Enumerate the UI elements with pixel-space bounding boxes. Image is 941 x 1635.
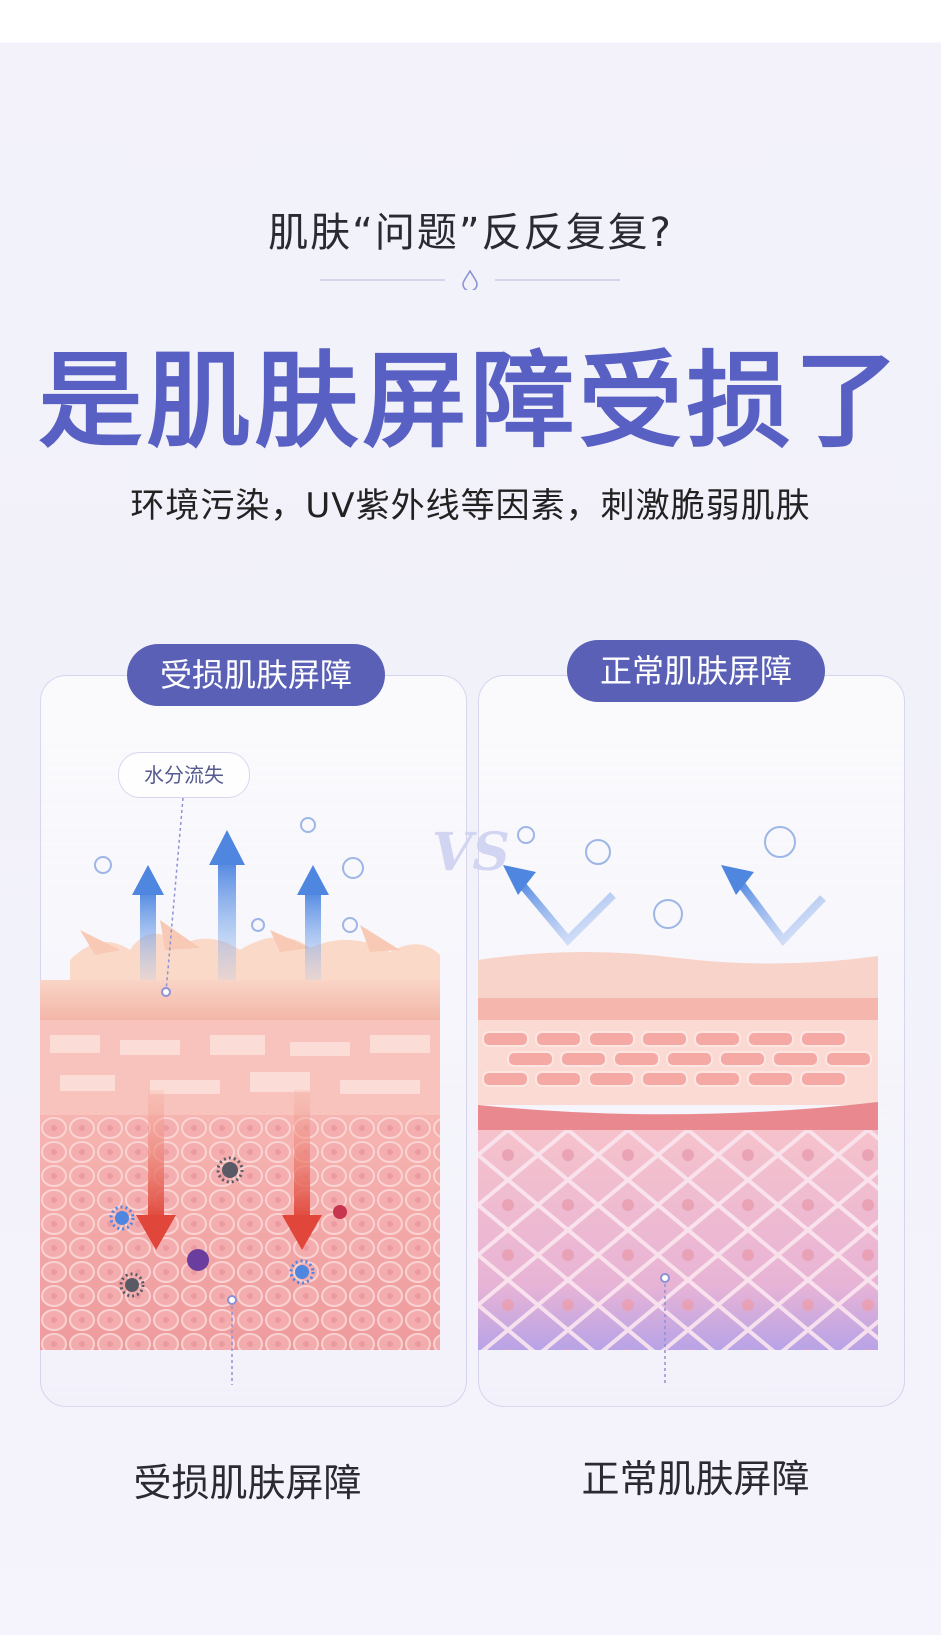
down-arrow-icon bbox=[136, 1090, 176, 1250]
water-drop-icon bbox=[251, 918, 265, 932]
bacteria-icon bbox=[289, 1259, 315, 1285]
water-drop-icon bbox=[764, 826, 796, 858]
normal-badge: 正常肌肤屏障 bbox=[567, 640, 825, 702]
water-drop-icon bbox=[342, 857, 364, 879]
deflect-arrow-icon bbox=[721, 865, 826, 947]
bacteria-icon bbox=[109, 1205, 135, 1231]
water-drop-icon bbox=[517, 826, 535, 844]
normal-skin-illustration bbox=[478, 826, 878, 1385]
water-drop-icon bbox=[462, 270, 478, 290]
question-title: 肌肤“问题”反反复复? bbox=[268, 210, 673, 256]
water-drop-icon bbox=[585, 839, 611, 865]
damaged-badge: 受损肌肤屏障 bbox=[127, 644, 385, 706]
water-drop-icon bbox=[94, 856, 112, 874]
down-arrow-icon bbox=[282, 1090, 322, 1250]
subtitle: 环境污染，UV紫外线等因素，刺激脆弱肌肤 bbox=[130, 486, 811, 526]
normal-caption: 正常肌肤屏障 bbox=[581, 1457, 810, 1501]
moisture-loss-callout: 水分流失 bbox=[118, 752, 250, 798]
up-arrow-icon bbox=[297, 865, 329, 980]
damaged-skin-illustration bbox=[40, 797, 440, 1385]
bacteria-icon bbox=[333, 1205, 347, 1219]
bacteria-icon bbox=[119, 1272, 145, 1298]
vs-label: VS bbox=[432, 822, 510, 883]
water-drop-icon bbox=[653, 899, 683, 929]
deflect-arrow-icon bbox=[503, 865, 616, 946]
headline: 是肌肤屏障受损了 bbox=[38, 340, 903, 462]
up-arrow-icon bbox=[132, 865, 164, 980]
damaged-caption: 受损肌肤屏障 bbox=[133, 1461, 362, 1505]
water-drop-icon bbox=[300, 817, 316, 833]
bacteria-icon bbox=[187, 1249, 209, 1271]
water-drop-icon bbox=[342, 917, 358, 933]
up-arrow-icon bbox=[209, 830, 245, 980]
divider-with-drop-icon bbox=[320, 270, 620, 290]
bacteria-icon bbox=[216, 1156, 244, 1184]
